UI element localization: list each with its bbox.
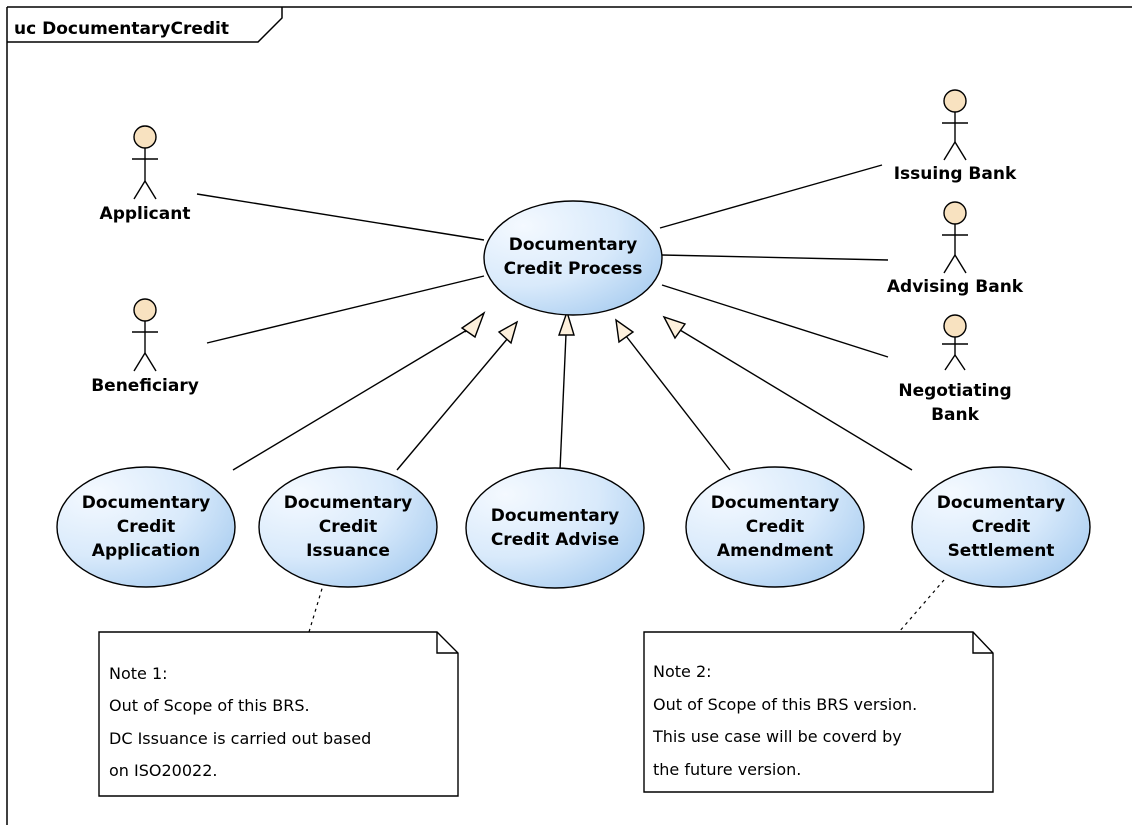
note-line: Note 1: <box>109 664 168 683</box>
note-fold-icon <box>436 632 458 654</box>
usecase-label-line: Documentary <box>284 493 412 513</box>
frame-border: uc DocumentaryCredit <box>6 6 1132 825</box>
note1-anchor <box>308 581 325 633</box>
generalization-issuance <box>396 337 509 471</box>
association-advising-bank <box>661 254 889 261</box>
actor-negotiating-bank[interactable]: Negotiating Bank <box>898 314 1012 425</box>
usecase-label-line: Credit <box>117 517 176 537</box>
usecase-label-line: Credit Advise <box>491 530 619 550</box>
generalization-application <box>232 326 473 471</box>
actor-applicant[interactable]: Applicant <box>100 125 191 224</box>
actor-issuing-bank[interactable]: Issuing Bank <box>894 89 1017 184</box>
usecase-label-line: Documentary <box>82 493 210 513</box>
actor-label: Advising Bank <box>887 277 1024 297</box>
frame-title: uc DocumentaryCredit <box>14 19 229 39</box>
arrowhead-advise <box>558 309 575 336</box>
note2-anchor <box>898 579 945 633</box>
note-line: Out of Scope of this BRS version. <box>653 695 917 714</box>
usecase-label-line: Documentary <box>711 493 839 513</box>
usecase-label-line: Credit <box>972 517 1031 537</box>
usecase-label-line: Documentary <box>937 493 1065 513</box>
usecase-label-line: Application <box>92 541 200 561</box>
note-line: This use case will be coverd by <box>652 727 902 746</box>
stick-figure-icon <box>942 314 968 371</box>
actor-label: Beneficiary <box>91 376 199 396</box>
association-issuing-bank <box>659 164 883 229</box>
note-line: the future version. <box>653 760 801 779</box>
usecase-settlement[interactable]: Documentary Credit Settlement <box>911 466 1091 588</box>
actor-label: Issuing Bank <box>894 164 1017 184</box>
usecase-application[interactable]: Documentary Credit Application <box>56 466 236 588</box>
stick-figure-icon <box>942 89 968 161</box>
association-applicant <box>196 193 485 241</box>
usecase-label-line: Credit Process <box>504 259 643 279</box>
usecase-documentary-credit-process[interactable]: Documentary Credit Process <box>483 200 663 316</box>
arrowhead-application <box>460 311 486 339</box>
stick-figure-icon <box>942 201 968 274</box>
note-anchors <box>308 579 945 633</box>
usecase-amendment[interactable]: Documentary Credit Amendment <box>685 466 865 588</box>
stick-figure-icon <box>132 125 158 200</box>
note-2[interactable]: Note 2: Out of Scope of this BRS version… <box>643 631 994 793</box>
actor-advising-bank[interactable]: Advising Bank <box>887 201 1024 297</box>
usecase-advise[interactable]: Documentary Credit Advise <box>465 467 645 589</box>
note-fold-icon <box>972 632 993 654</box>
association-beneficiary <box>206 275 485 344</box>
association-negotiating-bank <box>661 284 889 358</box>
note-line: on ISO20022. <box>109 761 217 780</box>
note-line: Out of Scope of this BRS. <box>109 696 310 715</box>
note-line: Note 2: <box>653 662 712 681</box>
usecase-label-line: Settlement <box>948 541 1055 561</box>
usecase-label-line: Credit <box>746 517 805 537</box>
usecase-label-line: Documentary <box>491 506 619 526</box>
usecase-issuance[interactable]: Documentary Credit Issuance <box>258 466 438 588</box>
associations <box>196 164 889 358</box>
usecase-label-line: Documentary <box>509 235 637 255</box>
note-line: DC Issuance is carried out based <box>109 729 371 748</box>
arrowhead-settlement <box>662 315 687 340</box>
generalization-advise <box>559 333 567 471</box>
generalization-settlement <box>679 329 913 471</box>
stick-figure-icon <box>132 298 158 372</box>
actor-label-line: Negotiating <box>898 381 1011 401</box>
actor-label: Applicant <box>100 204 191 224</box>
actor-beneficiary[interactable]: Beneficiary <box>91 298 199 396</box>
usecase-label-line: Issuance <box>306 541 390 561</box>
generalization-amendment <box>625 335 731 471</box>
generalizations <box>232 326 913 471</box>
actor-label-line: Bank <box>931 405 980 425</box>
note-1[interactable]: Note 1: Out of Scope of this BRS. DC Iss… <box>98 631 459 797</box>
arrowhead-issuance <box>497 320 519 345</box>
arrowhead-amendment <box>615 318 635 344</box>
usecase-label-line: Amendment <box>717 541 833 561</box>
usecase-label-line: Credit <box>319 517 378 537</box>
generalization-arrowheads <box>460 309 687 345</box>
